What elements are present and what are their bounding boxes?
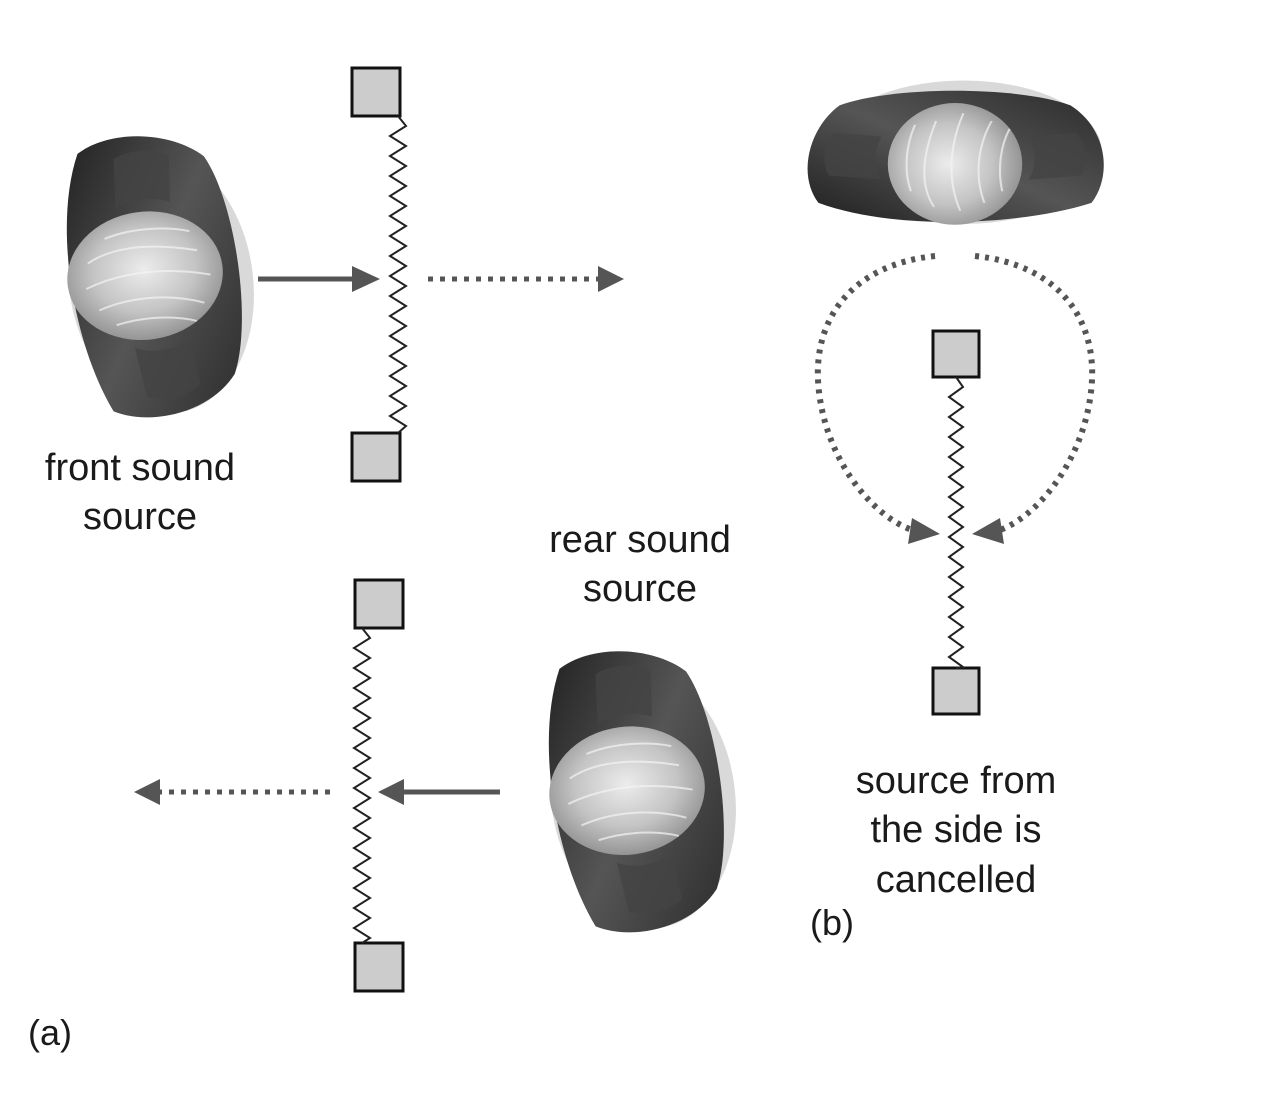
front-source-label-line2: source [82, 496, 198, 539]
side-source-label: source from the side is cancelled [836, 757, 1076, 905]
front-source-label-line1: front sound [44, 447, 236, 489]
side-source-label-line2: the side is [870, 809, 1042, 852]
front-source-label: front sound source [20, 444, 260, 543]
head-side [806, 79, 1105, 226]
side-arrowhead-right [972, 518, 1004, 544]
terminal-top-a2 [353, 578, 405, 630]
rear-source-label: rear sound source [525, 516, 755, 615]
terminal-bottom-a2 [353, 941, 405, 993]
terminal-top-b [931, 329, 981, 379]
panel-label-b: (b) [810, 902, 854, 943]
head-front [47, 120, 272, 428]
side-path-right [974, 253, 1096, 533]
side-path-left [814, 253, 936, 533]
terminal-bottom-a1 [350, 431, 402, 483]
head-rear [529, 635, 754, 943]
diaphragm-b [947, 376, 966, 669]
diaphragm-a1 [388, 115, 408, 434]
terminal-bottom-b [931, 666, 981, 716]
front-outgoing-arrowhead [598, 266, 624, 292]
panel-label-a: (a) [28, 1012, 72, 1053]
terminal-top-a1 [350, 66, 402, 118]
rear-incoming-arrowhead [378, 779, 404, 805]
rear-source-label-line1: rear sound [549, 519, 731, 561]
side-arrowhead-left [908, 518, 940, 544]
side-source-label-line3: cancelled [875, 858, 1037, 901]
side-source-label-line1: source from [855, 760, 1057, 802]
rear-source-label-line2: source [582, 568, 698, 611]
rear-outgoing-arrowhead [134, 779, 160, 805]
diaphragm-a2 [352, 627, 372, 944]
front-incoming-arrowhead [352, 266, 380, 292]
